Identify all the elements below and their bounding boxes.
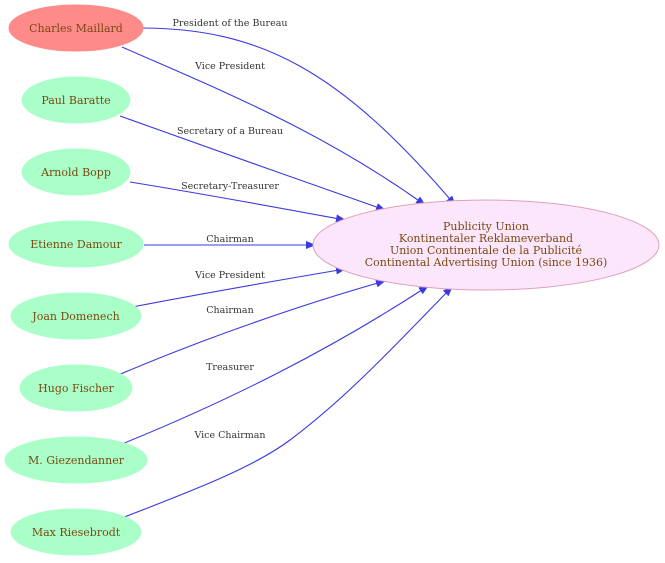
edge-domenech <box>131 266 346 308</box>
node-label-etienne-damour: Etienne Damour <box>30 238 122 251</box>
edges <box>115 27 456 519</box>
edge-label-fischer: Chairman <box>206 305 253 316</box>
node-paul-baratte[interactable]: Paul Baratte <box>21 76 131 124</box>
edge-maillard-vice-president <box>121 46 426 206</box>
node-label-arnold-bopp: Arnold Bopp <box>40 166 111 179</box>
org-name-line-1: Publicity Union <box>443 220 529 233</box>
edge-label-domenech: Vice President <box>194 270 265 281</box>
node-label-charles-maillard: Charles Maillard <box>29 22 123 35</box>
edge-label-bopp: Secretary-Treasurer <box>181 181 279 192</box>
edge-bopp <box>129 181 346 223</box>
edge-fischer <box>115 279 386 377</box>
edge-label-baratte: Secretary of a Bureau <box>177 126 283 137</box>
edge-label-riesebrodt: Vice Chairman <box>193 430 265 441</box>
edge-maillard-president <box>139 27 456 206</box>
edge-riesebrodt <box>121 286 453 519</box>
node-etienne-damour[interactable]: Etienne Damour <box>8 220 144 268</box>
node-label-hugo-fischer: Hugo Fischer <box>38 382 114 395</box>
node-label-paul-baratte: Paul Baratte <box>41 94 110 107</box>
edge-giezendanner <box>121 285 429 445</box>
node-hugo-fischer[interactable]: Hugo Fischer <box>19 364 133 412</box>
node-joan-domenech[interactable]: Joan Domenech <box>10 292 142 340</box>
node-label-joan-domenech: Joan Domenech <box>31 310 119 323</box>
node-arnold-bopp[interactable]: Arnold Bopp <box>21 148 131 196</box>
org-name-line-3: Union Continentale de la Publicité <box>390 244 582 257</box>
edge-label-maillard-president: President of the Bureau <box>172 18 287 29</box>
node-label-m-giezendanner: M. Giezendanner <box>28 454 125 467</box>
node-publicity-union[interactable]: Publicity Union Kontinentaler Reklamever… <box>312 199 660 291</box>
node-max-riesebrodt[interactable]: Max Riesebrodt <box>10 508 142 556</box>
edge-label-maillard-vice-president: Vice President <box>194 61 265 72</box>
org-name-line-2: Kontinentaler Reklameverband <box>399 232 573 245</box>
person-nodes: Charles Maillard Paul Baratte Arnold Bop… <box>4 4 148 556</box>
node-label-max-riesebrodt: Max Riesebrodt <box>32 526 121 539</box>
edge-label-giezendanner: Treasurer <box>206 362 254 373</box>
edge-labels: President of the Bureau Vice President S… <box>172 18 287 441</box>
edge-label-damour: Chairman <box>206 234 253 245</box>
node-charles-maillard[interactable]: Charles Maillard <box>8 4 144 52</box>
node-m-giezendanner[interactable]: M. Giezendanner <box>4 436 148 484</box>
edge-baratte <box>119 115 386 211</box>
org-name-line-4: Continental Advertising Union (since 193… <box>365 256 608 269</box>
